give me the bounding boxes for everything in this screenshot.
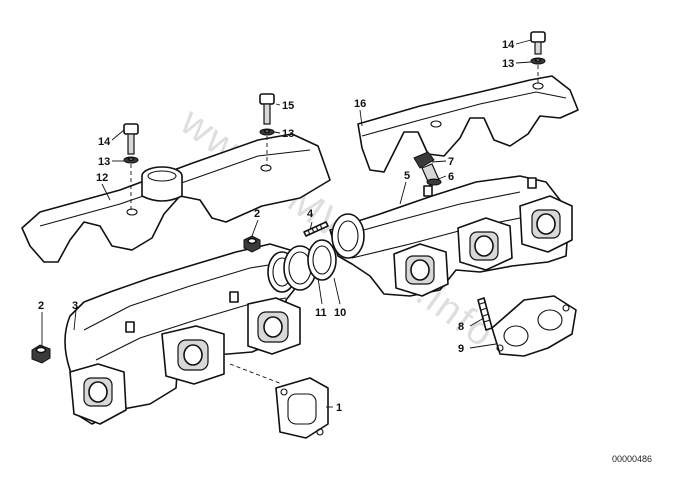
callout-2-upper: 2 — [254, 208, 260, 220]
callout-11: 11 — [315, 307, 327, 319]
heat-shield-left — [21, 133, 331, 263]
callout-13-left: 13 — [98, 156, 110, 168]
callout-7: 7 — [448, 156, 454, 168]
callout-1: 1 — [336, 402, 342, 414]
callout-14-left: 14 — [98, 136, 111, 148]
callout-3: 3 — [72, 300, 78, 312]
stud-4 — [303, 221, 329, 237]
gasket-1 — [229, 363, 329, 439]
callout-5: 5 — [404, 170, 410, 182]
bolt-14-left — [123, 123, 139, 212]
callout-9: 9 — [458, 343, 464, 355]
gasket-9 — [491, 295, 577, 357]
callout-16: 16 — [354, 98, 366, 110]
callout-labels: 1 2 2 3 4 5 6 7 8 9 10 11 12 13 13 13 14… — [38, 39, 515, 414]
callout-8: 8 — [458, 321, 464, 333]
exhaust-manifold-front — [64, 243, 301, 425]
bolt-14-right — [530, 31, 546, 84]
bolt-7 — [413, 151, 442, 187]
sealing-ring-gaskets — [283, 239, 337, 291]
callout-13-right: 13 — [502, 58, 514, 70]
heat-shield-right — [357, 75, 579, 173]
leader-lines — [41, 39, 532, 408]
nut-2-lower — [31, 344, 51, 364]
bolt-15 — [259, 93, 275, 166]
exhaust-manifold-rear — [329, 175, 573, 297]
nut-2-upper — [243, 235, 261, 253]
callout-2-lower: 2 — [38, 300, 44, 312]
callout-4: 4 — [307, 208, 314, 220]
callout-10: 10 — [334, 307, 346, 319]
callout-13-mid: 13 — [282, 128, 294, 140]
callout-15: 15 — [282, 100, 294, 112]
callout-14-right: 14 — [502, 39, 515, 51]
document-number: 00000486 — [612, 454, 652, 464]
callout-12: 12 — [96, 172, 108, 184]
callout-6: 6 — [448, 171, 454, 183]
